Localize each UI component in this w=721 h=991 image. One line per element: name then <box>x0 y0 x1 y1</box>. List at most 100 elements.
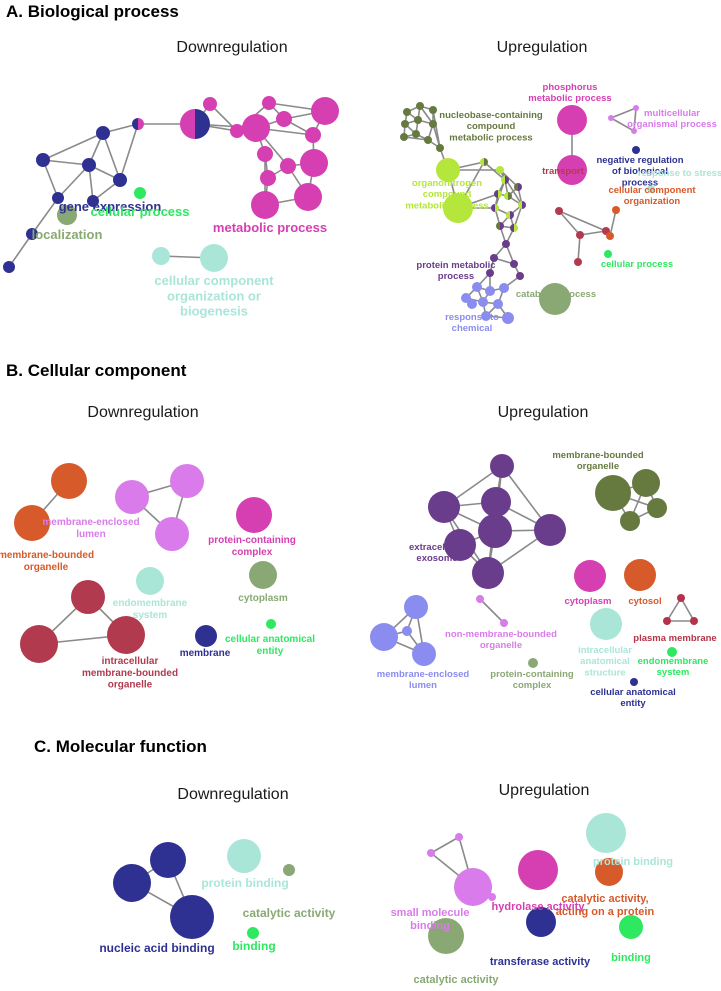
node-a24 <box>134 187 146 199</box>
node-u3 <box>429 106 437 114</box>
node-u37 <box>467 299 477 309</box>
node-a10 <box>180 109 210 139</box>
label-b_cytoplasm_down: cytoplasm <box>238 593 288 604</box>
node-e4 <box>454 868 492 906</box>
node-u42 <box>631 128 637 134</box>
node-a22 <box>251 191 279 219</box>
edge <box>430 836 460 854</box>
section-b-title: B. Cellular component <box>6 361 187 380</box>
section-c-up-heading: Upregulation <box>499 782 590 799</box>
node-a14 <box>311 97 339 125</box>
node-c16 <box>690 617 698 625</box>
node-d6 <box>247 927 259 939</box>
network-edges <box>8 102 695 918</box>
node-c17 <box>590 608 622 640</box>
label-c_binding_down: binding <box>232 939 275 953</box>
node-c8 <box>595 475 631 511</box>
node-c19 <box>500 619 508 627</box>
label-c_protein_binding_up: protein binding <box>593 856 673 868</box>
node-u17 <box>504 192 512 200</box>
node-a26 <box>152 247 170 265</box>
node-u50 <box>606 232 614 240</box>
node-u22 <box>496 222 504 230</box>
node-c6 <box>444 529 476 561</box>
node-a20 <box>260 170 276 186</box>
node-u36 <box>502 312 514 324</box>
node-u28 <box>486 269 494 277</box>
node-u1 <box>403 108 411 116</box>
node-b12 <box>195 625 217 647</box>
node-b3 <box>115 480 149 514</box>
node-a17 <box>305 127 321 143</box>
node-b10 <box>20 625 58 663</box>
section-a-up-heading: Upregulation <box>497 39 588 56</box>
edge <box>577 234 581 263</box>
label-c_catalytic_up: catalytic activity <box>414 974 500 986</box>
node-a21 <box>280 158 296 174</box>
section-a-down-heading: Downregulation <box>176 39 287 56</box>
node-e7 <box>595 858 623 886</box>
section-c-down-heading: Downregulation <box>177 786 288 803</box>
label-a_transport: transport <box>542 166 585 177</box>
node-d3 <box>170 895 214 939</box>
node-e6 <box>586 813 626 853</box>
node-u2 <box>416 102 424 110</box>
node-a12 <box>230 124 244 138</box>
label-c_catalytic_down: catalytic activity <box>243 906 336 920</box>
node-u26 <box>510 260 518 268</box>
edge <box>666 597 682 622</box>
network-nodes <box>3 96 698 954</box>
node-a19 <box>257 146 273 162</box>
node-e8 <box>428 918 464 954</box>
node-a11 <box>203 97 217 111</box>
node-b7 <box>136 567 164 595</box>
section-b-up-heading: Upregulation <box>498 404 589 421</box>
edge <box>610 107 637 119</box>
node-a23 <box>294 183 322 211</box>
node-d5 <box>283 864 295 876</box>
node-c15 <box>663 617 671 625</box>
edge <box>558 210 581 236</box>
node-c14 <box>677 594 685 602</box>
node-c3 <box>481 487 511 517</box>
node-u24 <box>502 240 510 248</box>
node-b4 <box>170 464 204 498</box>
node-u15 <box>501 176 509 184</box>
label-c_transferase: transferase activity <box>490 956 591 968</box>
node-c10 <box>647 498 667 518</box>
node-b5 <box>155 517 189 551</box>
node-a9 <box>132 118 144 130</box>
node-u20 <box>491 204 499 212</box>
node-a27 <box>200 244 228 272</box>
node-c24 <box>528 658 538 668</box>
node-u34 <box>493 299 503 309</box>
label-a_metabolic_process: metabolic process <box>213 220 327 235</box>
section-a-title: A. Biological process <box>6 2 179 21</box>
node-a2 <box>26 228 38 240</box>
node-u23 <box>510 224 518 232</box>
node-a5 <box>82 158 96 172</box>
node-u49 <box>612 206 620 214</box>
label-b_cytoplasm_up: cytoplasm <box>565 596 612 607</box>
node-u5 <box>414 116 422 124</box>
edge <box>499 169 519 188</box>
label-c_binding_up: binding <box>611 952 651 964</box>
node-u30 <box>485 286 495 296</box>
node-a3 <box>52 192 64 204</box>
node-u39 <box>557 155 587 185</box>
